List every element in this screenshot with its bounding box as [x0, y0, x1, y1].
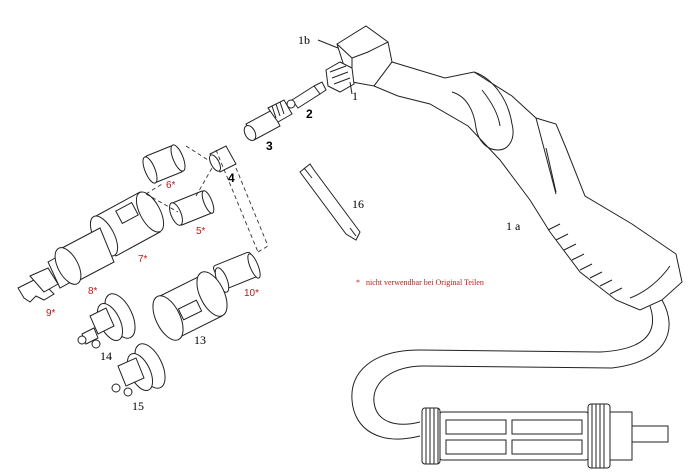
label-13: 13 — [194, 333, 206, 347]
label-2: 2 — [306, 107, 313, 121]
label-8: 8* — [88, 286, 98, 297]
part-16-spanner — [299, 163, 361, 241]
part-2-electrode — [286, 81, 327, 109]
part-6-tip — [142, 144, 186, 184]
label-1a: 1 a — [506, 219, 521, 233]
part-9-guide — [17, 267, 59, 303]
part-14-roller-guide — [77, 293, 136, 349]
label-16: 16 — [352, 197, 364, 211]
part-15-roller-guide — [111, 343, 166, 397]
label-14: 14 — [100, 349, 112, 363]
torch-body-1a — [336, 25, 683, 469]
part-13-nozzle — [152, 271, 228, 341]
label-5: 5* — [196, 226, 206, 237]
label-10: 10* — [244, 288, 259, 299]
label-9: 9* — [46, 308, 56, 319]
label-15: 15 — [132, 399, 144, 413]
footnote-text: nicht verwendbar bei Original Teilen — [366, 278, 484, 287]
label-1: 1 — [352, 89, 358, 103]
label-3: 3 — [266, 139, 273, 153]
label-6: 6* — [166, 180, 176, 191]
assembly-dashed-lines — [145, 145, 269, 253]
footnote-marker: * — [356, 278, 360, 287]
part-10-tip — [205, 251, 261, 293]
label-4: 4 — [228, 171, 235, 185]
part-1-nozzle-seat — [317, 39, 355, 95]
part-8-shield-cap — [47, 227, 115, 289]
part-3-diffusor — [243, 99, 293, 141]
part-4-sleeve — [208, 145, 237, 173]
label-1b: 1b — [298, 33, 310, 47]
part-5-tip — [169, 190, 215, 226]
label-7: 7* — [138, 254, 148, 265]
